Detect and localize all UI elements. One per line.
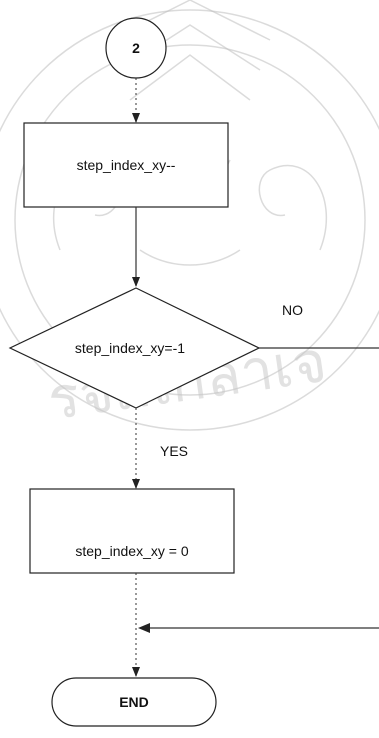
process-box-decrement: step_index_xy-- [23, 122, 229, 208]
merge-arrowhead [138, 623, 150, 633]
connector-label: 2 [132, 40, 140, 56]
terminator-end: END [51, 677, 217, 727]
process-decrement-label: step_index_xy-- [77, 157, 176, 173]
off-page-connector: 2 [105, 17, 167, 79]
decision-label: step_index_xy=-1 [75, 340, 185, 356]
process-box-reset: step_index_xy = 0 [29, 488, 235, 574]
terminator-label: END [119, 694, 149, 710]
process-reset-label: step_index_xy = 0 [75, 543, 188, 559]
no-branch-label: NO [282, 302, 303, 318]
yes-branch-label: YES [160, 443, 188, 459]
